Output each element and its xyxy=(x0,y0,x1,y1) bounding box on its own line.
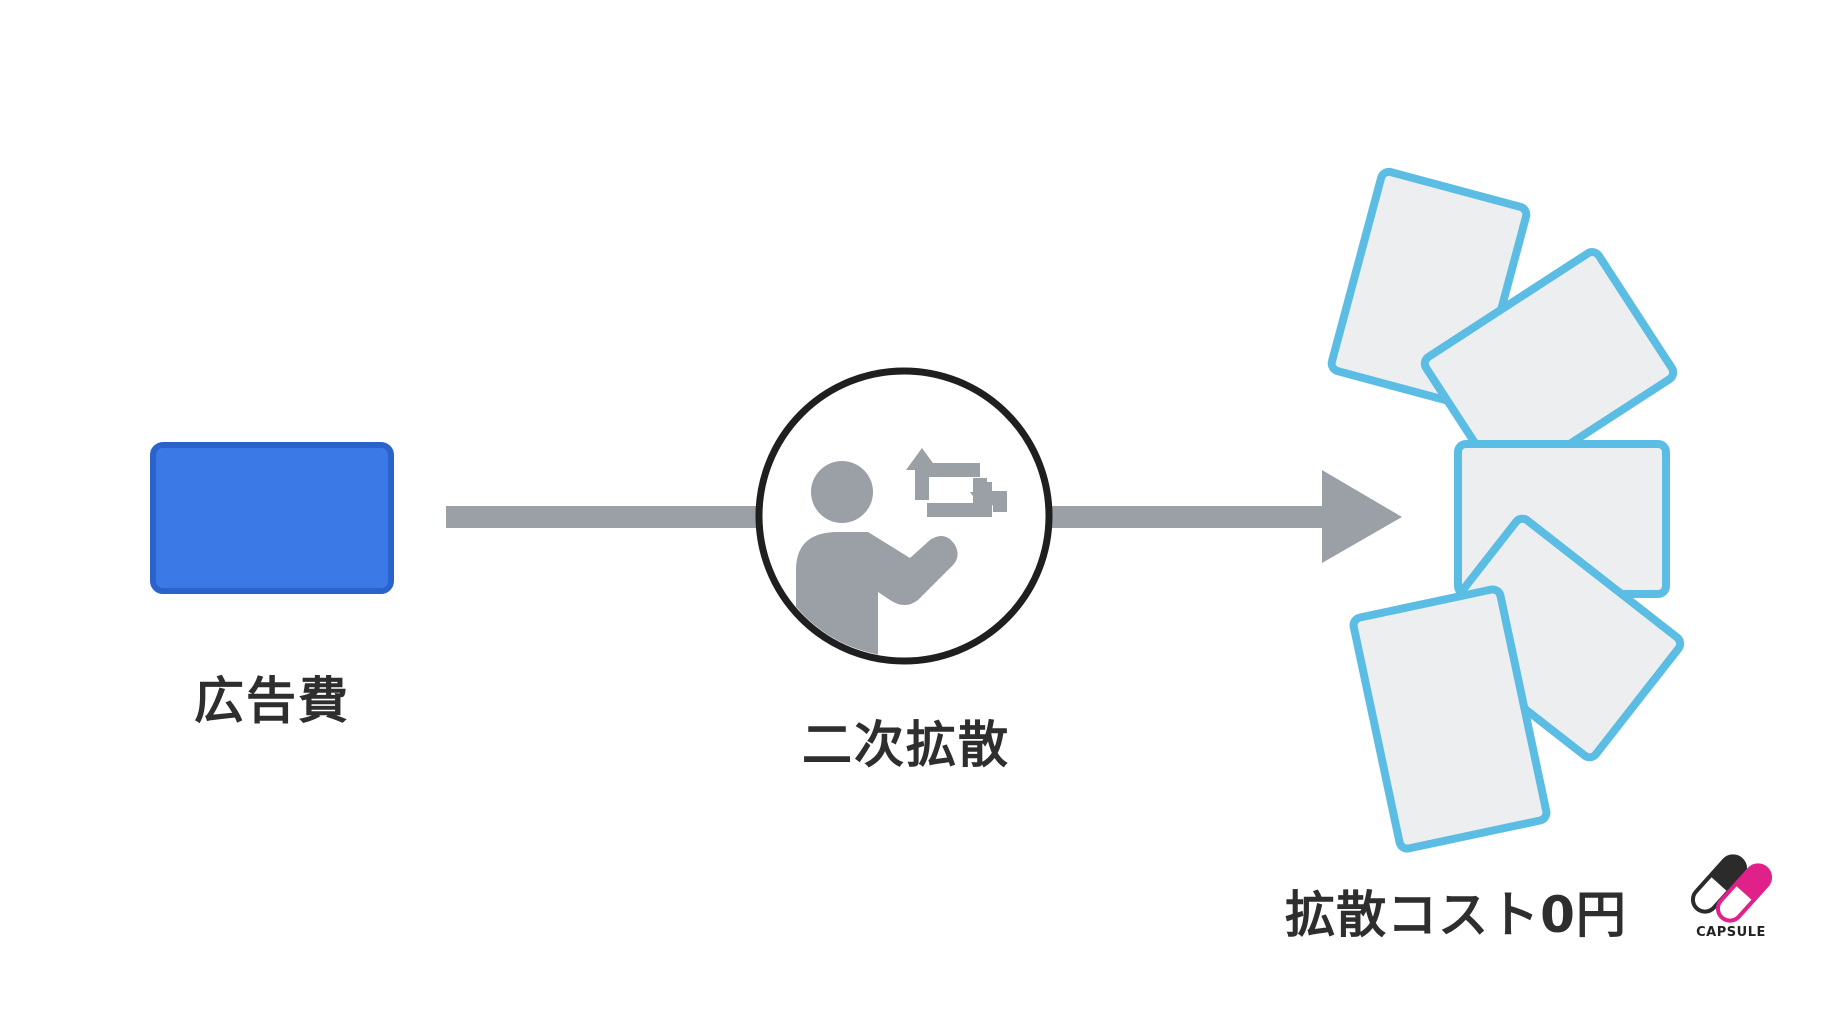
ad-cost-label: 広告費 xyxy=(194,672,350,730)
retweet-arrows-icon xyxy=(906,448,1002,514)
ad-cost-block xyxy=(150,442,394,594)
arrow-head xyxy=(1322,470,1402,563)
capsule-pill-icon xyxy=(1690,854,1773,923)
card xyxy=(1349,585,1551,853)
cards-fan xyxy=(1327,167,1685,853)
card xyxy=(1420,248,1678,488)
capsule-logo-text: CAPSULE xyxy=(1696,925,1766,940)
secondary-spread-node xyxy=(755,367,1053,665)
connector-line-right xyxy=(1052,506,1334,528)
zero-cost-label: 拡散コスト0円 xyxy=(1285,886,1627,944)
secondary-spread-label: 二次拡散 xyxy=(802,716,1010,774)
connector-line-left xyxy=(446,506,758,528)
